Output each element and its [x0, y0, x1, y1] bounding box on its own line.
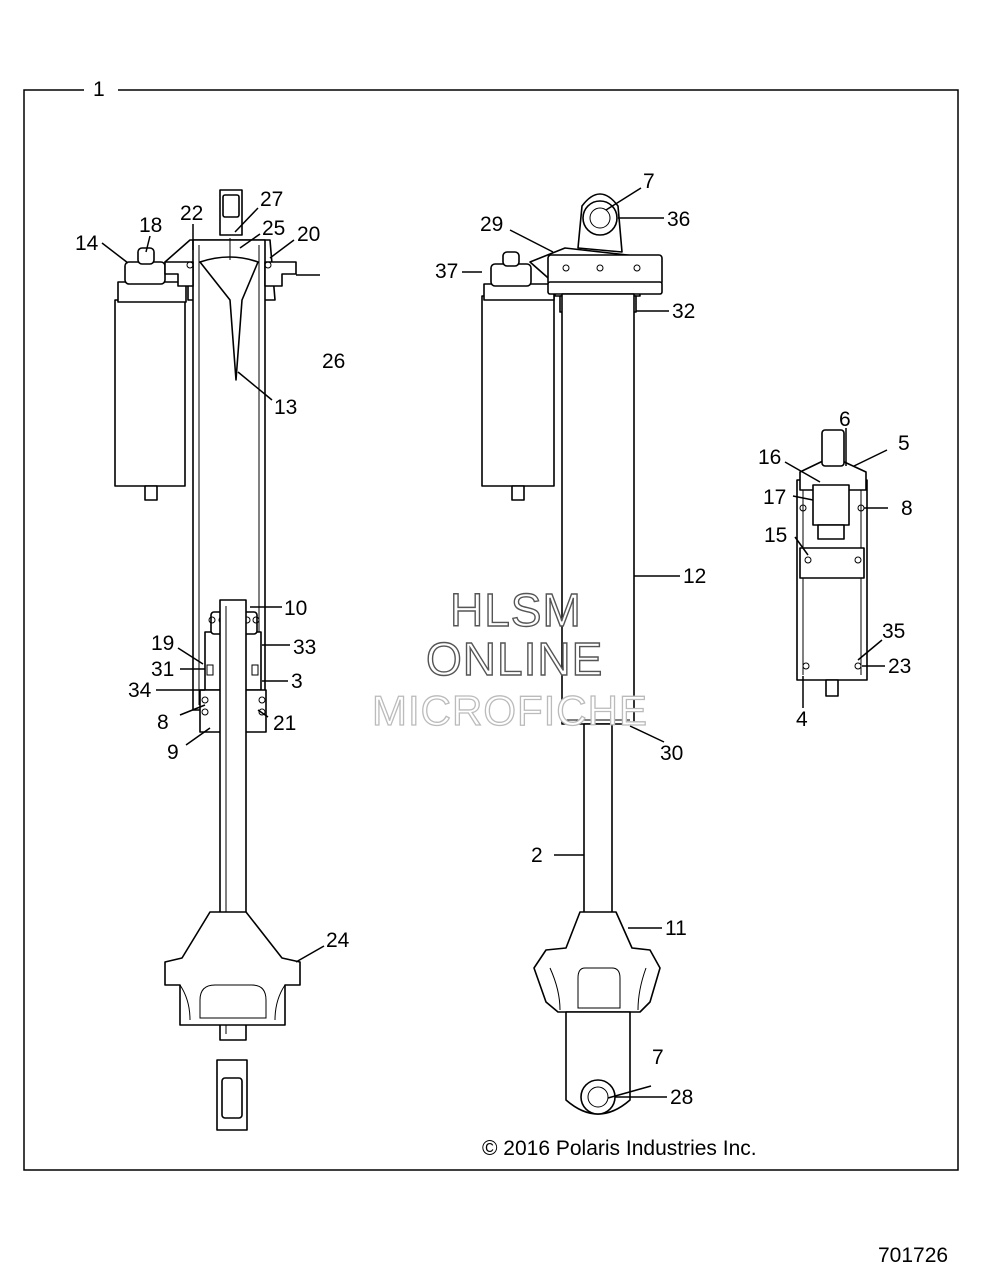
callout-28: 28 — [670, 1086, 693, 1109]
document-number: 701726 — [878, 1244, 948, 1267]
callout-27: 27 — [260, 188, 283, 211]
callout-14: 14 — [75, 232, 99, 255]
watermark: HLSM ONLINE MICROFICHE — [371, 583, 648, 734]
callout-33: 33 — [293, 636, 316, 659]
callout-25: 25 — [262, 217, 285, 240]
callout-22: 22 — [180, 202, 203, 225]
callout-5: 5 — [898, 432, 910, 455]
watermark-line-3: MICROFICHE — [372, 687, 648, 734]
callout-2: 2 — [531, 844, 543, 867]
callout-13: 13 — [274, 396, 297, 419]
callout-9: 9 — [167, 741, 179, 764]
callout-20: 20 — [297, 223, 320, 246]
left-leader-lines — [101, 207, 325, 963]
callout-8-right: 8 — [901, 497, 913, 520]
center-leader-lines — [462, 187, 680, 1099]
copyright-text: © 2016 Polaris Industries Inc. — [482, 1137, 757, 1160]
callout-34: 34 — [128, 679, 152, 702]
callout-37: 37 — [435, 260, 458, 283]
right-leader-lines — [784, 428, 888, 708]
callout-8: 8 — [157, 711, 169, 734]
callout-31: 31 — [151, 658, 174, 681]
callout-6: 6 — [839, 408, 851, 431]
right-callouts: 6 5 16 17 8 15 35 23 4 — [758, 408, 913, 731]
callout-30: 30 — [660, 742, 683, 765]
watermark-line-2: ONLINE — [426, 633, 603, 685]
callout-29: 29 — [480, 213, 503, 236]
callout-7-bottom: 7 — [652, 1046, 664, 1069]
callout-19: 19 — [151, 632, 174, 655]
left-shock-cutaway — [114, 189, 301, 1131]
callout-15: 15 — [764, 524, 787, 547]
callout-26: 26 — [322, 350, 345, 373]
assembly-frame — [23, 89, 959, 1171]
assembly-number-label: 1 — [93, 78, 105, 101]
callout-11: 11 — [665, 917, 687, 940]
callout-10: 10 — [284, 597, 307, 620]
left-callouts: 14 18 22 27 25 20 26 13 10 33 19 31 34 3… — [75, 188, 350, 952]
callout-3: 3 — [291, 670, 303, 693]
callout-32: 32 — [672, 300, 695, 323]
callout-4: 4 — [796, 708, 808, 731]
callout-35: 35 — [882, 620, 905, 643]
center-callouts: 7 36 29 32 37 12 30 2 11 7 28 — [435, 170, 706, 1109]
right-reservoir-detail — [796, 429, 868, 697]
callout-12: 12 — [683, 565, 706, 588]
callout-18: 18 — [139, 214, 162, 237]
callout-7-top: 7 — [643, 170, 655, 193]
center-shock-exterior — [481, 193, 663, 1115]
callout-21: 21 — [273, 712, 296, 735]
callout-17: 17 — [763, 486, 786, 509]
watermark-line-1: HLSM — [450, 584, 582, 636]
callout-16: 16 — [758, 446, 781, 469]
callout-36: 36 — [667, 208, 690, 231]
callout-23: 23 — [888, 655, 911, 678]
callout-24: 24 — [326, 929, 350, 952]
